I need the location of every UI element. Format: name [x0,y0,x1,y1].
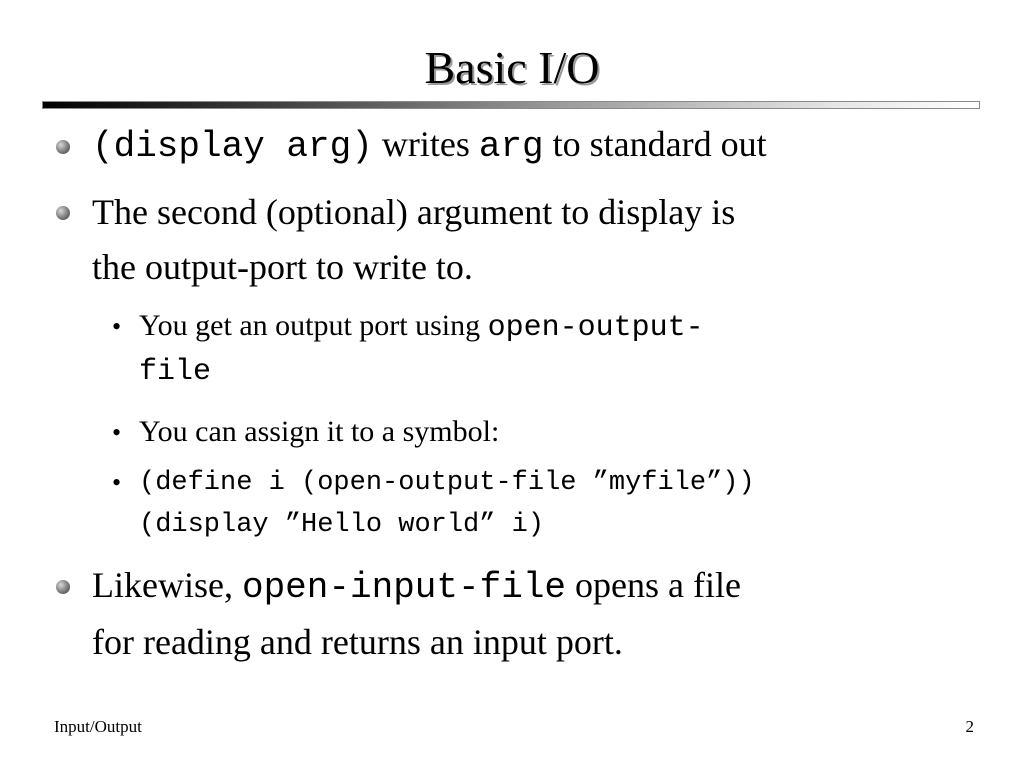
code-open-input-file: open-input-file [241,567,567,608]
bullet-text-line: for reading and returns an input port. [92,622,623,662]
bullet-text: Likewise, [92,565,242,605]
code-display-arg: (display arg) [92,126,373,167]
page-number: 2 [965,717,975,736]
footer-label: Input/Output [54,717,142,736]
code-arg: arg [478,126,544,167]
bullet-text: to standard out [543,124,767,164]
code-open-output-file: open-output- [487,311,704,345]
bullet-second-argument: The second (optional) argument to displa… [92,185,735,295]
code-line: (display ”Hello world” i) [139,510,545,540]
sub-bullet-code-example: (define i (open-output-file ”myfile”)) (… [139,462,755,546]
sub-bullet-marker: • [112,312,122,341]
bullet-text: opens a file [566,565,741,605]
bullet-marker [56,140,70,154]
slide-title: Basic I/O [424,42,600,93]
title-divider [42,101,980,109]
bullet-marker [56,206,70,220]
code-open-output-file-cont: file [139,355,212,389]
code-line: (define i (open-output-file ”myfile”)) [139,468,755,498]
sub-bullet-marker: • [112,468,122,497]
bullet-text-line: The second (optional) argument to displa… [92,192,736,232]
bullet-text: writes [372,124,479,164]
sub-bullet-marker: • [112,418,122,447]
bullet-marker [56,580,70,594]
bullet-open-input-file: Likewise, open-input-file opens a file f… [92,558,741,670]
sub-bullet-output-port: You get an output port using open-output… [139,304,704,394]
bullet-display-arg: (display arg) writes arg to standard out [92,117,767,174]
sub-bullet-text: You get an output port using [139,309,488,342]
sub-bullet-assign-symbol: You can assign it to a symbol: [139,415,500,448]
bullet-text-line: the output-port to write to. [92,247,473,287]
